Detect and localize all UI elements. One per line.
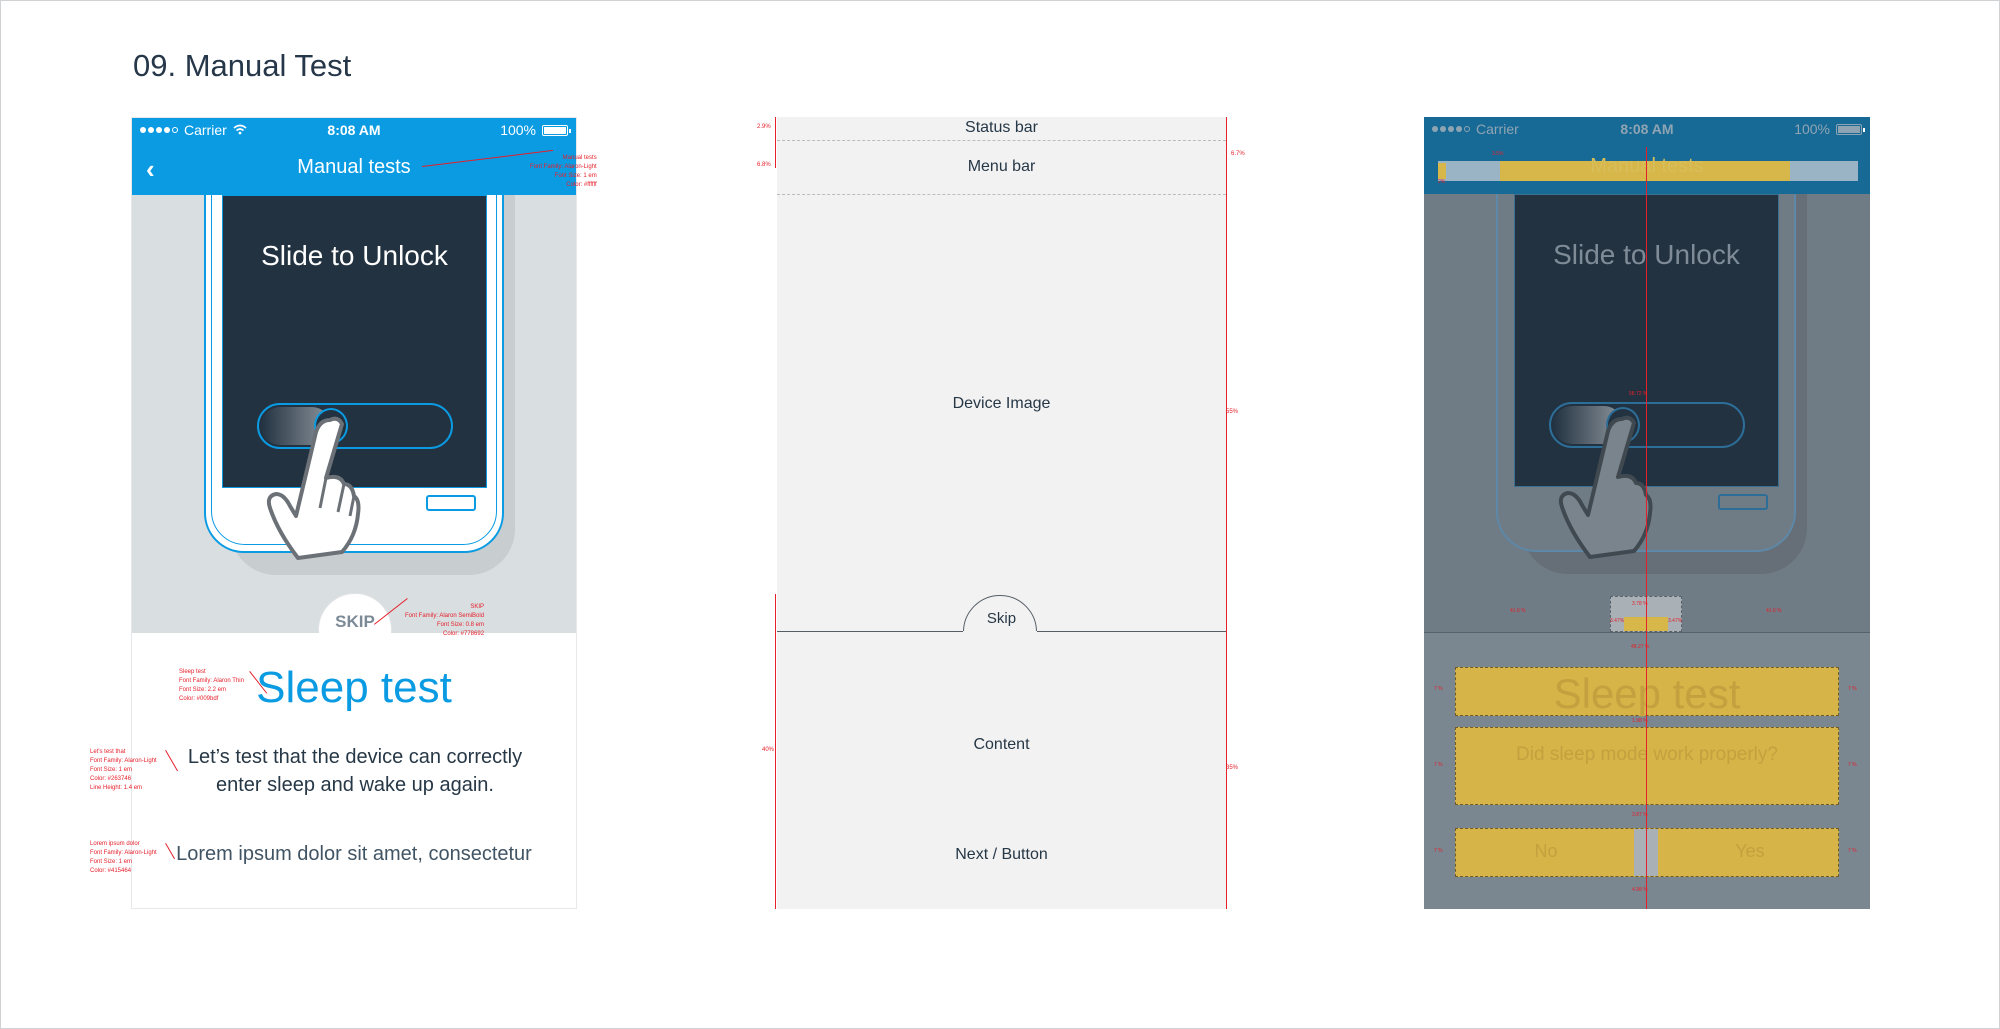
skip-label: SKIP — [335, 612, 375, 631]
nav-bar-dimmed: Manual tests — [1424, 141, 1870, 194]
dimension-line — [775, 117, 776, 168]
nav-title: Manual tests — [297, 156, 411, 178]
clock: 8:08 AM — [327, 122, 381, 138]
phone-screen: Slide to Unlock — [222, 195, 487, 488]
nav-title-ghost: Manual tests — [1590, 155, 1704, 177]
design-mockup: Carrier 8:08 AM 100% ‹ Manual tests Slid… — [131, 117, 577, 909]
pct-label: 35% — [1226, 765, 1239, 771]
lorem-text: Lorem ipsum dolor sit amet, consectetur — [176, 843, 532, 865]
title-measure-box: Sleep test — [1455, 667, 1839, 717]
clock: 8:08 AM — [1620, 121, 1674, 137]
dimension-line — [1226, 117, 1227, 909]
signal-icon — [140, 127, 178, 133]
dimension-line — [775, 594, 776, 909]
pct-label: 6.8% — [757, 162, 771, 168]
slide-to-unlock-text: Slide to Unlock — [261, 240, 448, 271]
layout-wireframe: Status bar Menu bar Device Image Skip Co… — [777, 117, 1226, 909]
device-image: Slide to Unlock SKIP — [132, 195, 576, 633]
status-bar: Carrier 8:08 AM 100% — [132, 118, 576, 142]
back-chevron-icon[interactable]: ‹ — [146, 154, 155, 184]
pct-label: 2.9% — [757, 124, 771, 130]
battery-percent: 100% — [500, 122, 536, 138]
signal-icon — [1432, 126, 1470, 132]
content-section: Content — [973, 736, 1030, 753]
wifi-icon — [233, 122, 247, 138]
pct-label: 40% — [762, 747, 775, 753]
status-bar-dimmed: Carrier 8:08 AM 100% — [1424, 117, 1870, 141]
test-description: Let’s test that the device can correctly… — [187, 746, 523, 796]
sleep-test-title: Sleep test — [256, 663, 452, 712]
status-bar-section: Status bar — [965, 119, 1038, 136]
nav-bar: ‹ Manual tests — [132, 142, 576, 195]
section-divider — [777, 140, 1226, 141]
next-button-section: Next / Button — [955, 846, 1048, 863]
center-guide — [1646, 147, 1647, 909]
skip-button[interactable]: SKIP — [318, 593, 392, 633]
spacing-overlay: Carrier 8:08 AM 100% Manual tests Slide … — [1424, 117, 1870, 909]
device-image-section: Device Image — [952, 395, 1051, 412]
carrier-label: Carrier — [184, 122, 227, 138]
content-area: Sleep test Let’s test that the device ca… — [132, 633, 576, 908]
pct-label: 55% — [1226, 409, 1239, 415]
menu-bar-section: Menu bar — [967, 158, 1036, 175]
hand-pointer-icon — [266, 416, 361, 560]
skip-section: Skip — [986, 610, 1017, 627]
page-title: 09. Manual Test — [133, 48, 352, 83]
question-measure-box: Did sleep mode work properly? — [1455, 727, 1839, 805]
section-divider — [777, 194, 1226, 195]
pct-label: 6.7% — [1231, 151, 1245, 157]
battery-icon — [542, 124, 571, 136]
home-button-icon — [1718, 494, 1768, 510]
device-image-dimmed: Slide to Unlock — [1424, 194, 1870, 632]
yes-button[interactable]: Yes — [1735, 841, 1765, 861]
battery-icon — [1836, 123, 1865, 135]
no-button[interactable]: No — [1534, 841, 1558, 861]
hand-pointer-icon — [1558, 415, 1653, 559]
carrier-label: Carrier — [1476, 121, 1519, 137]
battery-percent: 100% — [1794, 121, 1830, 137]
home-button-icon — [426, 495, 476, 511]
